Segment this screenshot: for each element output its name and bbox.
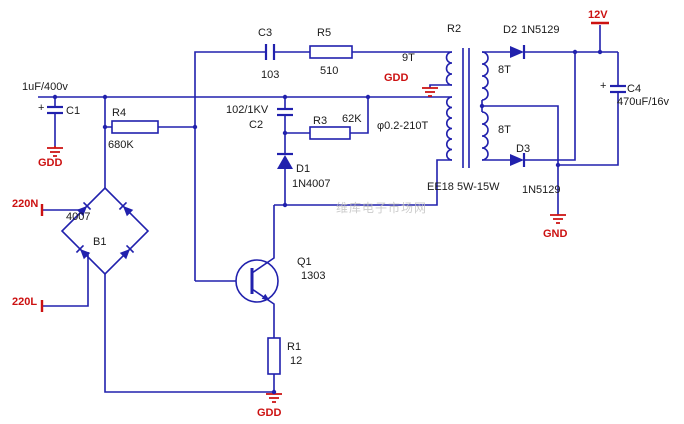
label-feedback-turns: 9T <box>402 52 415 64</box>
q1-body <box>235 259 279 303</box>
label-net-gdd-feedback: GDD <box>384 72 409 84</box>
label-c1-designator: C1 <box>66 105 80 117</box>
ground-symbol-secondary-icon <box>550 214 566 224</box>
label-b1-designator: B1 <box>93 236 106 248</box>
label-c4-value: 470uF/16v <box>617 96 669 108</box>
label-r3-designator: R3 <box>313 115 327 127</box>
label-c1-value: 1uF/400v <box>22 81 68 93</box>
label-c2-value: 102/1KV <box>226 104 269 116</box>
label-q1-designator: Q1 <box>297 256 312 268</box>
capacitor-c2 <box>277 107 293 117</box>
junction-dots <box>52 49 603 395</box>
label-r5-designator: R5 <box>317 27 331 39</box>
label-c3-designator: C3 <box>258 27 272 39</box>
resistor-r3 <box>309 126 351 140</box>
label-secondary-bottom-turns: 8T <box>498 124 511 136</box>
bridge-diode-2-icon <box>118 201 134 217</box>
ground-symbol-feedback-icon <box>422 87 438 97</box>
transformer-core <box>462 48 470 168</box>
label-net-220l: 220L <box>12 296 37 308</box>
bridge-outline <box>60 186 150 276</box>
label-d3-value: 1N5129 <box>522 184 561 196</box>
transistor-q1 <box>235 205 279 338</box>
label-r5-value: 510 <box>320 65 338 77</box>
ground-symbol-emitter-icon <box>266 393 282 403</box>
resistor-r5 <box>309 45 353 59</box>
capacitor-c4 <box>610 84 626 94</box>
label-net-gdd-c1: GDD <box>38 157 63 169</box>
primary-winding-coil <box>446 96 453 161</box>
label-c4-designator: C4 <box>627 83 641 95</box>
label-primary-turns: φ0.2-210T <box>377 120 428 132</box>
label-r3-value: 62K <box>342 113 362 125</box>
label-d3-designator: D3 <box>516 143 530 155</box>
ground-symbol-c1-icon <box>47 146 63 157</box>
label-d2-value: 1N5129 <box>521 24 560 36</box>
label-r4-designator: R4 <box>112 107 126 119</box>
bridge-rectifier-b1 <box>60 186 150 276</box>
bridge-diode-3-icon <box>75 244 91 260</box>
label-c3-value: 103 <box>261 69 279 81</box>
label-secondary-top-turns: 8T <box>498 64 511 76</box>
label-r1-value: 12 <box>290 355 302 367</box>
diode-d2 <box>510 45 526 59</box>
label-b1-value: 4007 <box>66 211 90 223</box>
secondary-top-coil <box>481 51 489 101</box>
label-c2-designator: C2 <box>249 119 263 131</box>
label-r1-designator: R1 <box>287 341 301 353</box>
label-transformer-designator: R2 <box>447 23 461 35</box>
diode-d3 <box>510 153 526 167</box>
resistor-r4 <box>111 120 159 134</box>
secondary-bottom-coil <box>481 111 489 161</box>
label-net-220n: 220N <box>12 198 38 210</box>
circuit-wiring <box>38 25 619 394</box>
label-net-gnd: GND <box>543 228 568 240</box>
label-c4-plus: + <box>600 80 606 92</box>
resistor-r1 <box>267 337 281 375</box>
label-q1-value: 1303 <box>301 270 325 282</box>
label-d1-designator: D1 <box>296 163 310 175</box>
transformer-t <box>445 48 489 168</box>
label-net-gdd-bottom: GDD <box>257 407 282 419</box>
label-r4-value: 680K <box>108 139 134 151</box>
label-d1-value: 1N4007 <box>292 178 331 190</box>
feedback-winding-coil <box>445 51 453 86</box>
watermark: 维库电子市场网 <box>336 200 427 215</box>
label-transformer-core: EE18 5W-15W <box>427 181 500 193</box>
capacitor-c1 <box>47 105 63 115</box>
bridge-diode-1-icon <box>76 201 92 217</box>
label-net-12v: 12V <box>588 9 608 21</box>
label-d2-designator: D2 <box>503 24 517 36</box>
diode-d1 <box>277 152 293 169</box>
q1-emitter-arrow-icon <box>261 293 270 301</box>
capacitor-c3 <box>264 44 276 60</box>
label-c1-plus: + <box>38 102 44 114</box>
bridge-diode-4-icon <box>119 244 135 260</box>
